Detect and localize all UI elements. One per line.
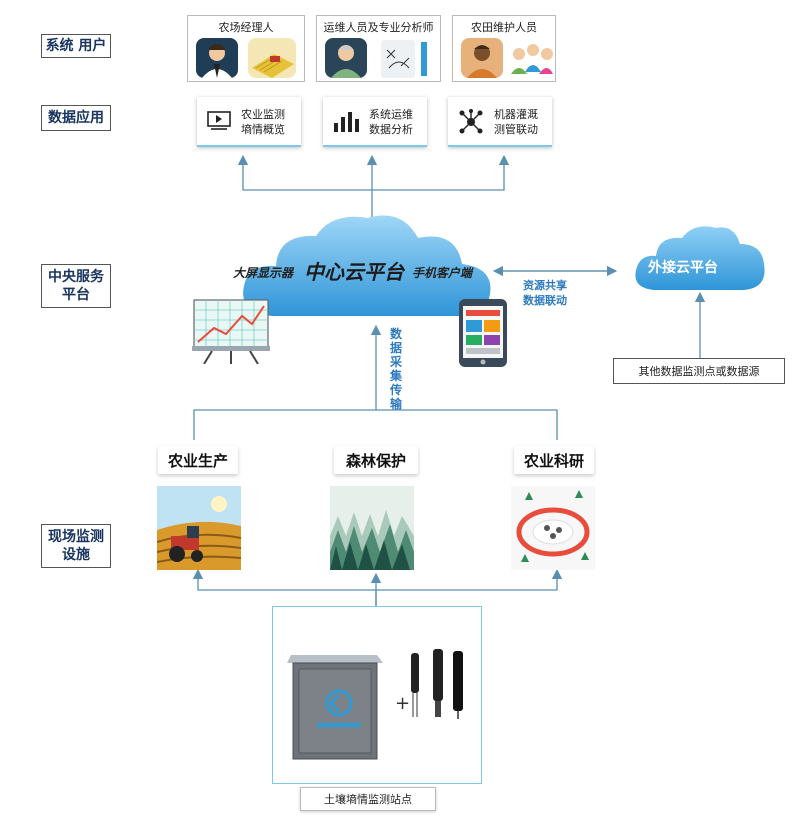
user-title: 农场经理人 [218,21,274,34]
video-screen-icon [207,111,231,130]
app-label-line: 墒情概览 [241,123,285,136]
app-card-irrigation-control[interactable]: 机器灌溉 测管联动 [448,97,552,147]
tier-label-text: 现场监测 [48,529,104,545]
tier-label-text: 设施 [62,547,90,563]
transfer-char: 采 [389,355,402,369]
plus-sign: + [395,693,410,714]
transfer-char: 数 [389,327,402,341]
app-card-system-ops[interactable]: 系统运维 数据分析 [323,97,427,147]
monitoring-station-box: + [272,606,482,784]
tier-label-text: 系统 用户 [45,38,107,54]
transfer-char: 输 [389,397,402,411]
transfer-char: 据 [389,341,402,355]
misty-forest-image [330,486,414,570]
central-cloud [243,215,491,317]
tier-label-data-apps: 数据应用 [41,105,111,131]
cloud-left-label: 大屏显示器 [233,266,294,280]
ops-analyst-icon [325,38,427,78]
app-label-line: 系统运维 [369,108,413,121]
phone-icon [459,299,507,367]
app-card-monitoring-overview[interactable]: 农业监测 墒情概览 [197,97,301,147]
external-cloud-label: 外接云平台 [648,260,718,276]
site-title-agri-research: 农业科研 [514,446,594,474]
station-label-text: 土壤墒情监测站点 [324,793,412,806]
tier-label-text: 平台 [62,287,90,303]
user-card-farm-manager: 农场经理人 [187,15,305,82]
share-label-line: 数据联动 [523,294,567,307]
cloud-center-label: 中心云平台 [304,260,404,284]
field-maintainer-icon [461,38,553,78]
app-label-line: 测管联动 [494,123,538,136]
transfer-char: 传 [389,383,402,397]
tier-label-system-users: 系统 用户 [41,34,111,58]
share-label: 资源共享 数据联动 [523,278,567,308]
other-data-sources-box: 其他数据监测点或数据源 [613,358,785,384]
display-board-icon [192,299,270,364]
station-cabinet-and-sensors-icon: + [287,649,463,760]
data-transfer-label: 数 据 采 集 传 输 [388,327,404,411]
user-card-field-maintainer: 农田维护人员 [452,15,556,82]
tier-label-text: 中央服务 [48,269,104,285]
app-label: 机器灌溉 测管联动 [494,107,538,137]
app-label-line: 机器灌溉 [494,108,538,121]
research-circle-image [511,486,595,570]
cloud-right-label: 手机客户端 [412,266,473,280]
farm-manager-icon [196,38,296,78]
tier-label-text: 数据应用 [48,110,104,126]
network-hub-icon [459,109,483,134]
tier-label-central-platform: 中央服务 平台 [41,264,111,308]
site-title-forest-protection: 森林保护 [334,446,418,474]
user-card-ops-analyst: 运维人员及专业分析师 [316,15,441,82]
app-label: 系统运维 数据分析 [369,107,413,137]
site-title-agri-production: 农业生产 [158,446,238,474]
app-label: 农业监测 墒情概览 [241,107,285,137]
user-title: 农田维护人员 [471,21,537,34]
tier-label-field-facilities: 现场监测 设施 [41,524,111,568]
station-label-box: 土壤墒情监测站点 [300,787,436,811]
other-data-sources-text: 其他数据监测点或数据源 [638,365,760,378]
app-label-line: 数据分析 [369,123,413,136]
app-label-line: 农业监测 [241,108,285,121]
share-label-line: 资源共享 [523,279,567,292]
user-title: 运维人员及专业分析师 [323,21,434,34]
bar-chart-icon [334,112,359,132]
external-cloud [635,226,765,290]
transfer-char: 集 [389,369,402,383]
tractor-field-image [157,486,241,570]
